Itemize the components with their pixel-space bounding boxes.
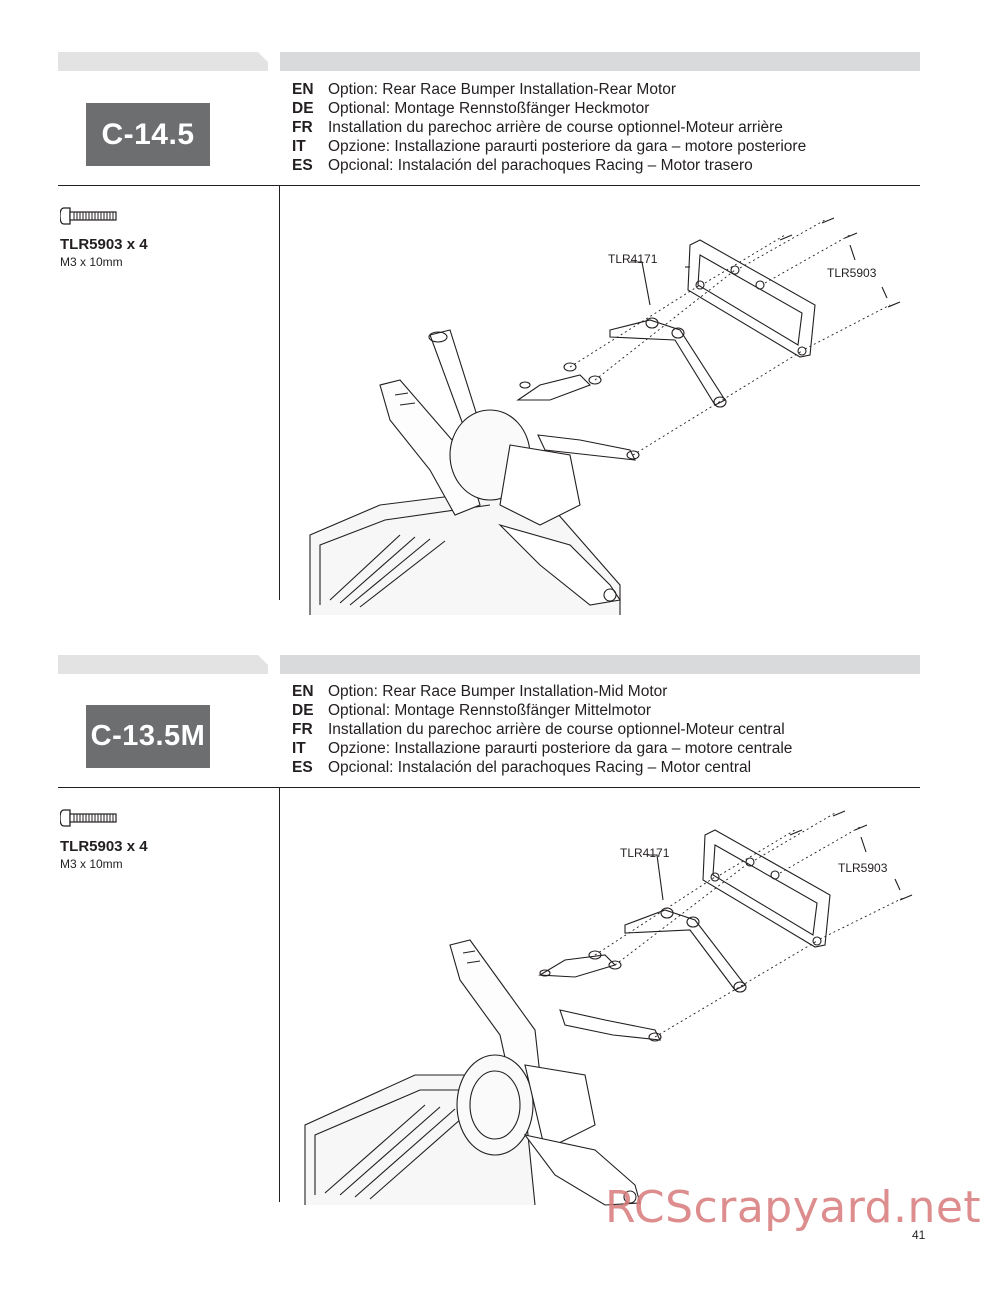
parts-list-item: TLR5903 x 4 M3 x 10mm [59, 205, 148, 269]
title-row-fr: FR Installation du parechoc arrière de co… [292, 720, 792, 739]
title-text: Opzione: Installazione paraurti posterio… [328, 138, 807, 155]
watermark: RCScrapyard.net [605, 1182, 982, 1233]
title-text: Optional: Montage Rennstoßfänger Mittelm… [328, 702, 652, 719]
title-row-de: DE Optional: Montage Rennstoßfänger Mitte… [292, 701, 792, 720]
title-text: Installation du parechoc arrière de cour… [328, 721, 785, 738]
lang-code: FR [292, 721, 313, 738]
parts-list-item: TLR5903 x 4 M3 x 10mm [59, 807, 148, 871]
title-row-en: EN Option: Rear Race Bumper Installation-… [292, 80, 806, 99]
part-code: TLR5903 x 4 [60, 838, 148, 855]
lang-code: EN [292, 683, 314, 700]
column-divider [279, 186, 280, 600]
section-header-band [58, 52, 920, 71]
title-text: Opcional: Instalación del parachoques Ra… [328, 759, 752, 776]
title-row-en: EN Option: Rear Race Bumper Installation-… [292, 682, 792, 701]
step-number-badge: C-14.5 [86, 103, 210, 166]
lang-code: IT [292, 138, 306, 155]
part-size: M3 x 10mm [60, 255, 123, 269]
title-text: Installation du parechoc arrière de cour… [328, 119, 783, 136]
title-row-es: ES Opcional: Instalación del parachoques … [292, 758, 792, 777]
title-text: Opzione: Installazione paraurti posterio… [328, 740, 793, 757]
title-text: Opcional: Instalación del parachoques Ra… [328, 157, 753, 174]
step-titles: EN Option: Rear Race Bumper Installation-… [292, 80, 806, 175]
section-divider [58, 185, 920, 186]
lang-code: ES [292, 157, 313, 174]
part-code: TLR5903 x 4 [60, 236, 148, 253]
column-divider [279, 788, 280, 1202]
step-titles: EN Option: Rear Race Bumper Installation-… [292, 682, 792, 777]
lang-code: DE [292, 100, 314, 117]
screw-icon [59, 207, 117, 225]
callout-tlr4171: TLR4171 [608, 252, 658, 266]
section-divider [58, 787, 920, 788]
title-row-de: DE Optional: Montage Rennstoßfänger Heckm… [292, 99, 806, 118]
title-text: Option: Rear Race Bumper Installation-Mi… [328, 683, 668, 700]
assembly-diagram: TLR4171 TLR5903 [304, 810, 913, 1206]
step-number-badge: C-13.5M [86, 705, 210, 768]
title-row-es: ES Opcional: Instalación del parachoques … [292, 156, 806, 175]
assembly-diagram: TLR4171 TLR5903 [309, 217, 901, 615]
screw-icon [59, 809, 117, 827]
page-number: 41 [912, 1228, 926, 1242]
title-row-fr: FR Installation du parechoc arrière de co… [292, 118, 806, 137]
title-row-it: IT Opzione: Installazione paraurti poster… [292, 739, 792, 758]
lang-code: IT [292, 740, 306, 757]
callout-tlr5903: TLR5903 [827, 266, 877, 280]
lang-code: DE [292, 702, 314, 719]
lang-code: ES [292, 759, 313, 776]
title-row-it: IT Opzione: Installazione paraurti poster… [292, 137, 806, 156]
part-size: M3 x 10mm [60, 857, 123, 871]
callout-tlr5903: TLR5903 [838, 861, 888, 875]
lang-code: EN [292, 81, 314, 98]
lang-code: FR [292, 119, 313, 136]
section-header-band [58, 655, 920, 674]
title-text: Option: Rear Race Bumper Installation-Re… [328, 81, 677, 98]
callout-tlr4171: TLR4171 [620, 846, 670, 860]
title-text: Optional: Montage Rennstoßfänger Heckmot… [328, 100, 650, 117]
